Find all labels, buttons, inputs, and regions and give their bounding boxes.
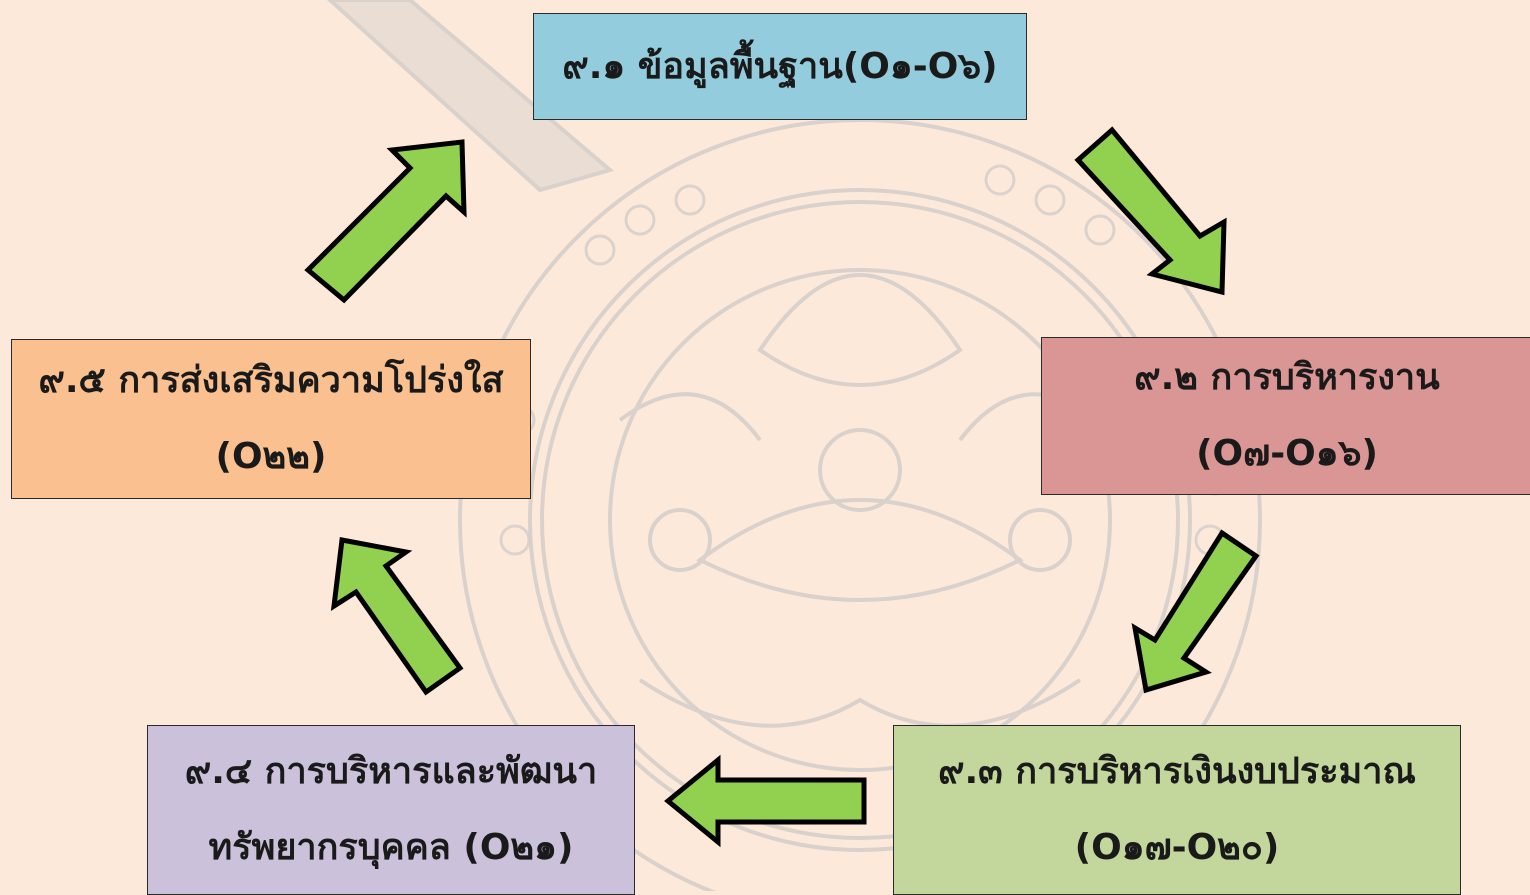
node-9-3-label: ๙.๓ การบริหารเงินงบประมาณ — [938, 751, 1416, 792]
node-9-4-label: ๙.๔ การบริหารและพัฒนา — [184, 751, 598, 792]
arrow-9-1-to-9-2 — [1074, 126, 1227, 296]
node-9-3-budget-management: ๙.๓ การบริหารเงินงบประมาณ (O๑๗-O๒๐) — [893, 725, 1461, 895]
arrow-9-4-to-9-5 — [330, 537, 464, 696]
node-9-2-administration: ๙.๒ การบริหารงาน (O๗-O๑๖) — [1041, 337, 1530, 495]
node-9-5-transparency: ๙.๕ การส่งเสริมความโปร่งใส (O๒๒) — [11, 339, 531, 499]
node-9-1-basic-information: ๙.๑ ข้อมูลพื้นฐาน(O๑-O๖) — [533, 13, 1027, 120]
node-9-4-human-resources: ๙.๔ การบริหารและพัฒนา ทรัพยากรบุคคล (O๒๑… — [147, 725, 635, 895]
node-9-5-label: ๙.๕ การส่งเสริมความโปร่งใส — [38, 360, 504, 401]
node-9-2-range: (O๗-O๑๖) — [1196, 433, 1378, 474]
node-9-3-range: (O๑๗-O๒๐) — [1074, 827, 1280, 868]
node-9-5-range: (O๒๒) — [215, 436, 327, 477]
arrow-9-3-to-9-4 — [664, 754, 867, 848]
node-9-2-label: ๙.๒ การบริหารงาน — [1134, 357, 1440, 398]
arrow-9-2-to-9-3 — [1131, 529, 1260, 694]
arrow-9-5-to-9-1 — [304, 139, 467, 304]
node-9-1-label: ๙.๑ ข้อมูลพื้นฐาน(O๑-O๖) — [562, 45, 998, 87]
node-9-4-range: ทรัพยากรบุคคล (O๒๑) — [208, 827, 574, 868]
